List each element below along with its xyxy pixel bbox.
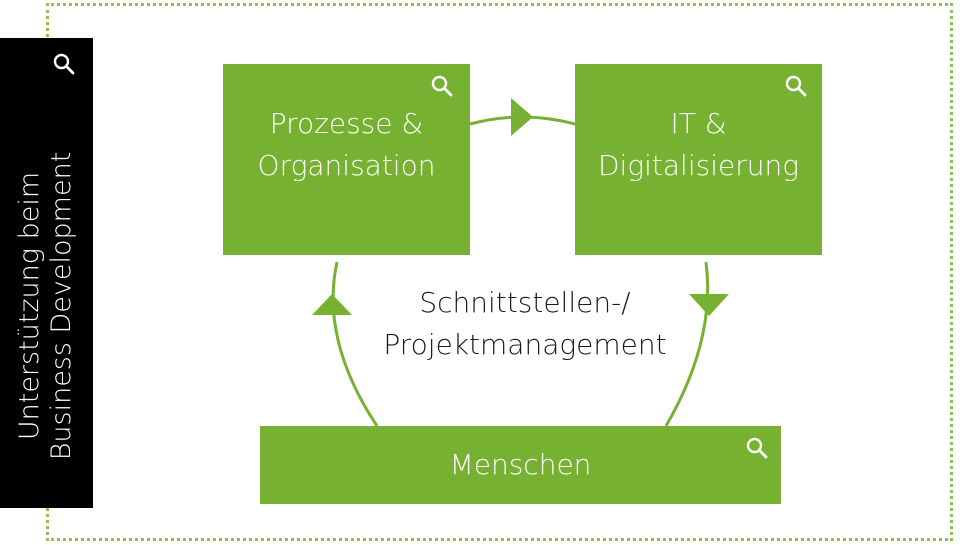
center-label-line-1: Schnittstellen-/ — [419, 286, 631, 319]
box-it-label: IT & Digitalisierung — [598, 103, 799, 187]
box-prozesse-line-1: Prozesse & — [269, 106, 424, 140]
magnifier-icon[interactable] — [52, 52, 76, 76]
magnifier-icon[interactable] — [784, 74, 808, 98]
box-prozesse-label: Prozesse & Organisation — [258, 103, 436, 187]
magnifier-icon[interactable] — [745, 436, 769, 460]
box-it-line-1: IT & — [670, 106, 727, 140]
center-label: Schnittstellen-/ Projektmanagement — [340, 282, 710, 366]
box-it-line-2: Digitalisierung — [597, 148, 800, 182]
arc-left — [331, 261, 379, 427]
sidebar-panel[interactable]: Unterstützung beim Business Development — [0, 38, 93, 508]
box-menschen[interactable]: Menschen — [260, 426, 781, 504]
arc-right — [664, 261, 710, 427]
center-label-line-2: Projektmanagement — [383, 328, 667, 361]
box-it-digitalisierung[interactable]: IT & Digitalisierung — [575, 64, 822, 255]
arrowhead-right — [689, 294, 729, 316]
box-menschen-label: Menschen — [449, 448, 592, 481]
box-prozesse-organisation[interactable]: Prozesse & Organisation — [223, 64, 470, 255]
box-prozesse-line-2: Organisation — [257, 148, 436, 182]
arrowhead-top — [511, 98, 533, 136]
arrowhead-left — [312, 294, 352, 315]
magnifier-icon[interactable] — [430, 74, 454, 98]
